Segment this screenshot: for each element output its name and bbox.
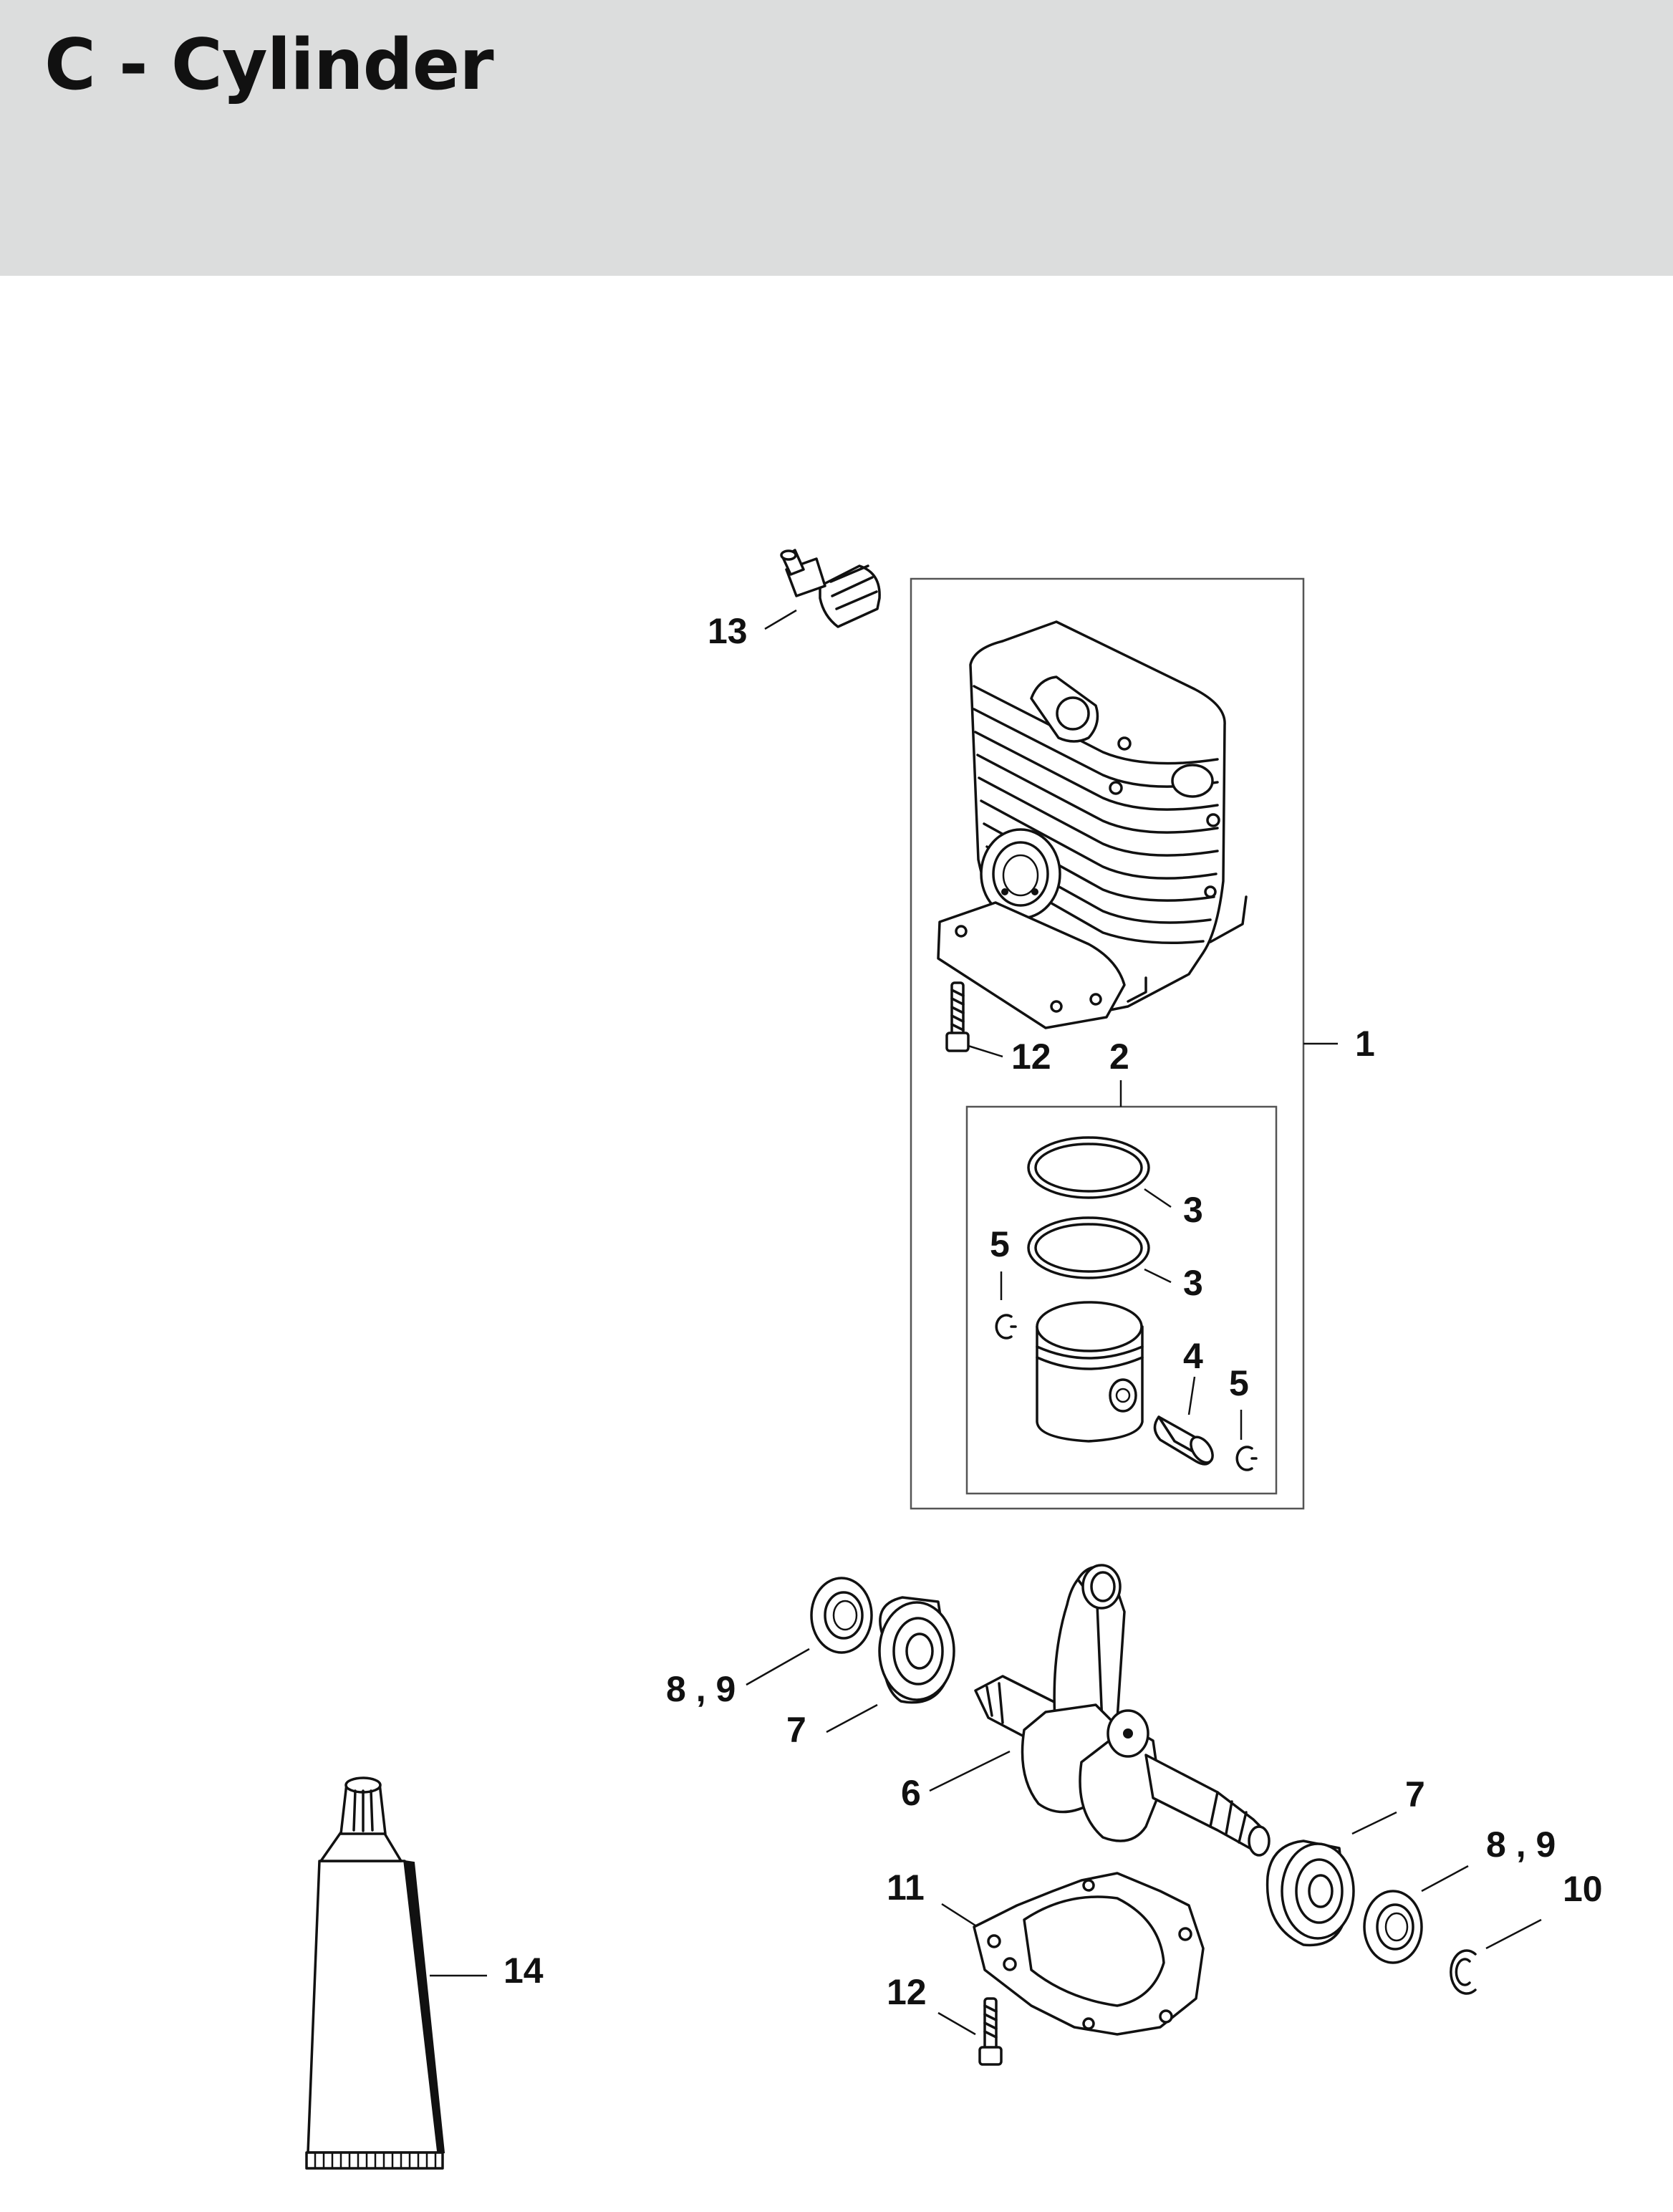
callout-14: 14	[503, 1951, 544, 1991]
piston-part-2	[1036, 1301, 1144, 1443]
oil-seal-part-8-9-right	[1363, 1890, 1423, 1964]
circlip-part-5-right	[1235, 1446, 1258, 1471]
crankcase-part-11	[973, 1872, 1205, 2036]
callout-12-top: 12	[1011, 1037, 1051, 1077]
callout-5-left: 5	[990, 1224, 1010, 1264]
oil-seal-part-8-9-left	[810, 1577, 873, 1654]
callout-7-right: 7	[1405, 1774, 1425, 1814]
callout-4: 4	[1183, 1336, 1203, 1376]
callout-3-upper: 3	[1183, 1190, 1203, 1230]
screw-part-12-bottom	[978, 1997, 1003, 2066]
piston-pin-part-4	[1153, 1415, 1214, 1466]
callout-6: 6	[901, 1773, 921, 1813]
callout-13: 13	[708, 611, 748, 651]
callout-3-lower: 3	[1183, 1263, 1203, 1303]
bearing-part-7-left	[878, 1596, 955, 1704]
callout-5-right: 5	[1229, 1363, 1249, 1403]
grease-tube-part-14	[305, 1776, 445, 2170]
retaining-ring-part-10	[1450, 1949, 1477, 1995]
cylinder-part-1	[937, 620, 1248, 1029]
bearing-part-7-right	[1265, 1840, 1355, 1947]
leader-lines	[430, 609, 1542, 2036]
callout-12-bottom: 12	[887, 1972, 927, 2012]
header-bar: C - Cylinder	[0, 0, 1673, 276]
page-title: C - Cylinder	[44, 24, 494, 106]
circlip-part-5-left	[995, 1314, 1017, 1340]
callout-8-9-right: 8 , 9	[1486, 1824, 1556, 1865]
decompression-valve-part-13	[780, 549, 881, 628]
callout-8-9-left: 8 , 9	[666, 1669, 736, 1709]
callout-2: 2	[1109, 1037, 1129, 1077]
callout-10: 10	[1563, 1869, 1603, 1909]
callout-7-left: 7	[786, 1710, 806, 1750]
crankshaft-part-6	[974, 1564, 1271, 1857]
piston-rings-part-3	[1027, 1136, 1150, 1279]
callout-1: 1	[1355, 1024, 1375, 1064]
callout-11: 11	[887, 1867, 925, 1908]
screw-part-12-top	[945, 981, 970, 1052]
